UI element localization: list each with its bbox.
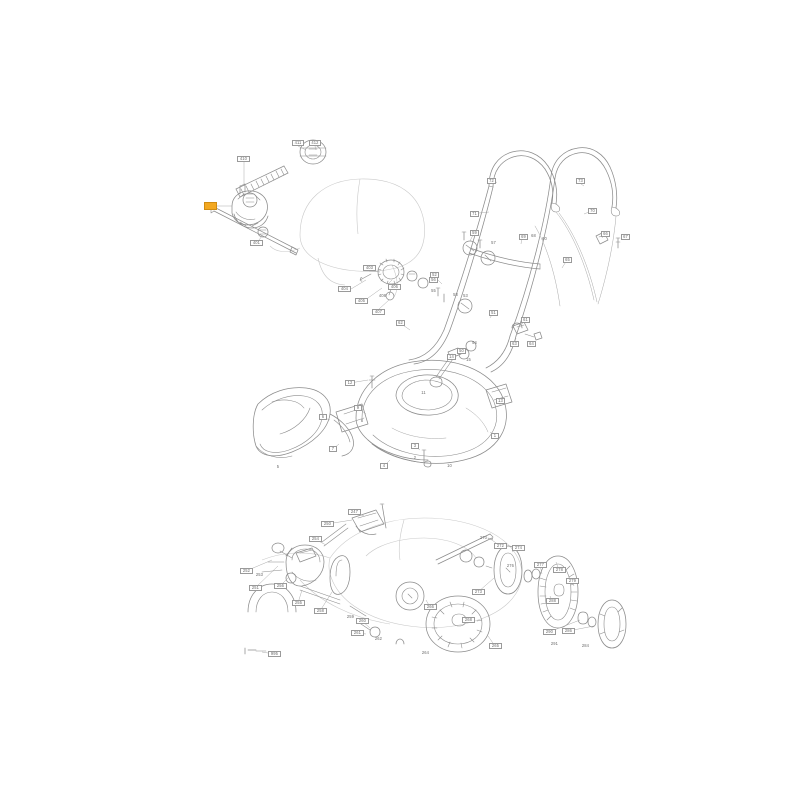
part-callout-252[interactable]: 252 xyxy=(240,568,253,574)
part-callout-276[interactable]: 276 xyxy=(506,562,515,568)
part-callout-260[interactable]: 260 xyxy=(356,618,369,624)
part-callout-268[interactable]: 268 xyxy=(462,617,475,623)
part-callout-15[interactable]: 15 xyxy=(466,356,471,362)
part-callout-60[interactable]: 60 xyxy=(542,235,547,241)
part-callout-266[interactable]: 266 xyxy=(424,604,437,610)
part-callout-264[interactable]: 264 xyxy=(421,649,430,655)
part-callout-66[interactable]: 66 xyxy=(601,231,610,237)
part-callout-11[interactable]: 11 xyxy=(421,389,426,395)
part-callout-64[interactable]: 64 xyxy=(527,341,536,347)
part-callout-995[interactable]: 995 xyxy=(268,651,281,657)
part-callout-402[interactable]: 402 xyxy=(204,202,217,210)
part-callout-270[interactable]: 270 xyxy=(479,534,488,540)
part-callout-55[interactable]: 55 xyxy=(431,287,436,293)
part-callout-70[interactable]: 70 xyxy=(588,208,597,214)
part-callout-273[interactable]: 273 xyxy=(472,589,485,595)
part-callout-408[interactable]: 408 xyxy=(378,292,387,298)
part-callout-411[interactable]: 411 xyxy=(292,140,304,146)
part-callout-247[interactable]: 247 xyxy=(348,509,361,515)
part-callout-13[interactable]: 13 xyxy=(496,398,505,404)
part-callout-53[interactable]: 53 xyxy=(463,292,468,298)
part-callout-253[interactable]: 253 xyxy=(255,571,264,577)
part-callout-5[interactable]: 5 xyxy=(276,463,280,469)
part-callout-407[interactable]: 407 xyxy=(372,309,385,315)
part-callout-65[interactable]: 65 xyxy=(563,257,572,263)
part-callout-251[interactable]: 251 xyxy=(249,585,262,591)
part-callout-277[interactable]: 277 xyxy=(534,562,547,568)
part-callout-290[interactable]: 290 xyxy=(543,629,556,635)
part-callout-3[interactable]: 3 xyxy=(411,443,419,449)
cutting-assembly-drawing xyxy=(210,139,429,301)
part-callout-256[interactable]: 256 xyxy=(274,583,287,589)
part-callout-73[interactable]: 73 xyxy=(576,178,585,184)
part-callout-261[interactable]: 261 xyxy=(351,630,364,636)
handlebar-assembly-drawing xyxy=(408,147,621,373)
part-callout-255[interactable]: 255 xyxy=(292,600,305,606)
part-callout-406[interactable]: 406 xyxy=(388,284,401,290)
part-callout-8[interactable]: 8 xyxy=(360,417,364,423)
part-callout-61[interactable]: 61 xyxy=(521,317,530,323)
part-callout-68[interactable]: 68 xyxy=(531,232,536,238)
part-callout-52[interactable]: 52 xyxy=(430,272,439,278)
part-callout-410[interactable]: 410 xyxy=(237,156,250,162)
part-callout-54[interactable]: 54 xyxy=(472,339,477,345)
part-callout-67[interactable]: 67 xyxy=(621,234,630,240)
part-callout-6[interactable]: 6 xyxy=(319,414,327,420)
part-callout-57[interactable]: 57 xyxy=(491,239,496,245)
part-callout-284[interactable]: 284 xyxy=(581,642,590,648)
part-callout-1[interactable]: 1 xyxy=(491,433,499,439)
part-callout-59[interactable]: 59 xyxy=(470,230,479,236)
part-callout-69[interactable]: 69 xyxy=(519,234,528,240)
part-callout-250[interactable]: 250 xyxy=(321,521,334,527)
part-callout-401[interactable]: 401 xyxy=(250,240,263,246)
part-callout-274[interactable]: 274 xyxy=(512,545,525,551)
part-callout-279[interactable]: 279 xyxy=(566,578,579,584)
part-callout-50[interactable]: 50 xyxy=(457,348,466,354)
part-callout-2[interactable]: 2 xyxy=(413,454,417,460)
drive-assembly-drawing xyxy=(244,503,627,655)
part-callout-272[interactable]: 272 xyxy=(494,543,507,549)
deck-assembly-drawing xyxy=(252,347,513,468)
part-callout-12[interactable]: 12 xyxy=(345,380,355,386)
part-callout-262[interactable]: 262 xyxy=(374,635,383,641)
part-callout-72[interactable]: 72 xyxy=(487,178,496,184)
part-callout-51[interactable]: 51 xyxy=(489,310,498,316)
part-callout-404[interactable]: 404 xyxy=(338,286,351,292)
part-callout-288[interactable]: 288 xyxy=(546,598,559,604)
part-callout-63[interactable]: 63 xyxy=(510,341,519,347)
part-callout-58[interactable]: 58 xyxy=(453,291,458,297)
part-callout-62[interactable]: 62 xyxy=(396,320,405,326)
part-callout-405[interactable]: 405 xyxy=(355,298,368,304)
part-callout-258[interactable]: 258 xyxy=(314,608,327,614)
part-callout-9[interactable]: 9 xyxy=(354,405,362,411)
part-callout-14[interactable]: 14 xyxy=(447,354,456,360)
part-callout-10[interactable]: 10 xyxy=(447,462,452,468)
part-callout-71[interactable]: 71 xyxy=(470,211,479,217)
part-callout-403[interactable]: 403 xyxy=(363,265,376,271)
part-callout-259[interactable]: 259 xyxy=(346,613,355,619)
part-callout-4[interactable]: 4 xyxy=(380,463,388,469)
part-callout-286[interactable]: 286 xyxy=(562,628,575,634)
part-callout-278[interactable]: 278 xyxy=(553,567,566,573)
part-callout-254[interactable]: 254 xyxy=(309,536,322,542)
part-callout-7[interactable]: 7 xyxy=(329,446,337,452)
part-callout-412[interactable]: 412 xyxy=(309,140,321,146)
part-callout-291[interactable]: 291 xyxy=(550,640,559,646)
part-callout-265[interactable]: 265 xyxy=(489,643,502,649)
